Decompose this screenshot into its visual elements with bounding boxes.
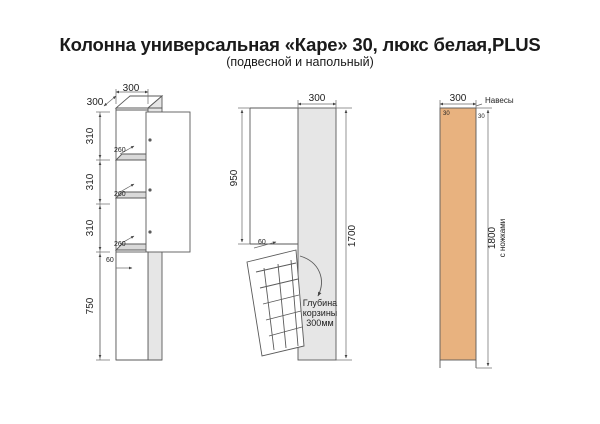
- dim-width-top: 300: [123, 83, 140, 94]
- lower-cabinet: [115, 251, 149, 361]
- right-side-top: [146, 95, 163, 109]
- laundry-basket: [246, 249, 305, 357]
- view1-dimensions: [96, 89, 149, 361]
- dim-offset: 60: [258, 239, 266, 246]
- dim-shelf-depth: 260: [114, 241, 126, 248]
- dim-depth-left: 300: [87, 97, 104, 108]
- dim-corner-left: 30: [443, 111, 450, 117]
- dim-total-height: 1700: [347, 224, 358, 247]
- dim-height: 1800: [487, 226, 498, 249]
- view-back-panel: [439, 107, 477, 368]
- view-column-side: [246, 107, 337, 361]
- upper-door: [145, 111, 191, 253]
- dim-shelf-depth: 260: [114, 147, 126, 154]
- dim-section-height: 310: [85, 173, 96, 190]
- door-handle: [148, 188, 152, 192]
- dim-corner-right: 30: [478, 114, 485, 120]
- dim-section-height: 310: [85, 219, 96, 236]
- opening-arc: [299, 255, 322, 297]
- view2-dimensions: [238, 100, 352, 361]
- dim-door-offset: 60: [106, 257, 114, 264]
- basket-note-line: 300мм: [306, 318, 333, 328]
- dim-width-top: 300: [450, 93, 467, 104]
- door-handle: [148, 138, 152, 142]
- dim-section-height: 310: [85, 127, 96, 144]
- side-body: [297, 107, 337, 361]
- dim-bottom-height: 750: [85, 297, 96, 314]
- page-subtitle: (подвесной и напольный): [226, 55, 374, 69]
- view-column-front: [114, 95, 191, 361]
- basket-note-line: Глубина: [303, 298, 337, 308]
- dim-upper-height: 950: [229, 169, 240, 186]
- basket-note-line: корзины: [303, 308, 338, 318]
- view3-dimensions: [439, 100, 492, 369]
- door-handle: [148, 230, 152, 234]
- dim-width-top: 300: [309, 93, 326, 104]
- hinge-label: Навесы: [485, 96, 514, 105]
- page-title: Колонна универсальная «Каре» 30, люкс бе…: [59, 34, 541, 55]
- dim-height-note: с ножками: [498, 219, 507, 257]
- dim-shelf-depth: 260: [114, 191, 126, 198]
- back-panel: [439, 107, 477, 361]
